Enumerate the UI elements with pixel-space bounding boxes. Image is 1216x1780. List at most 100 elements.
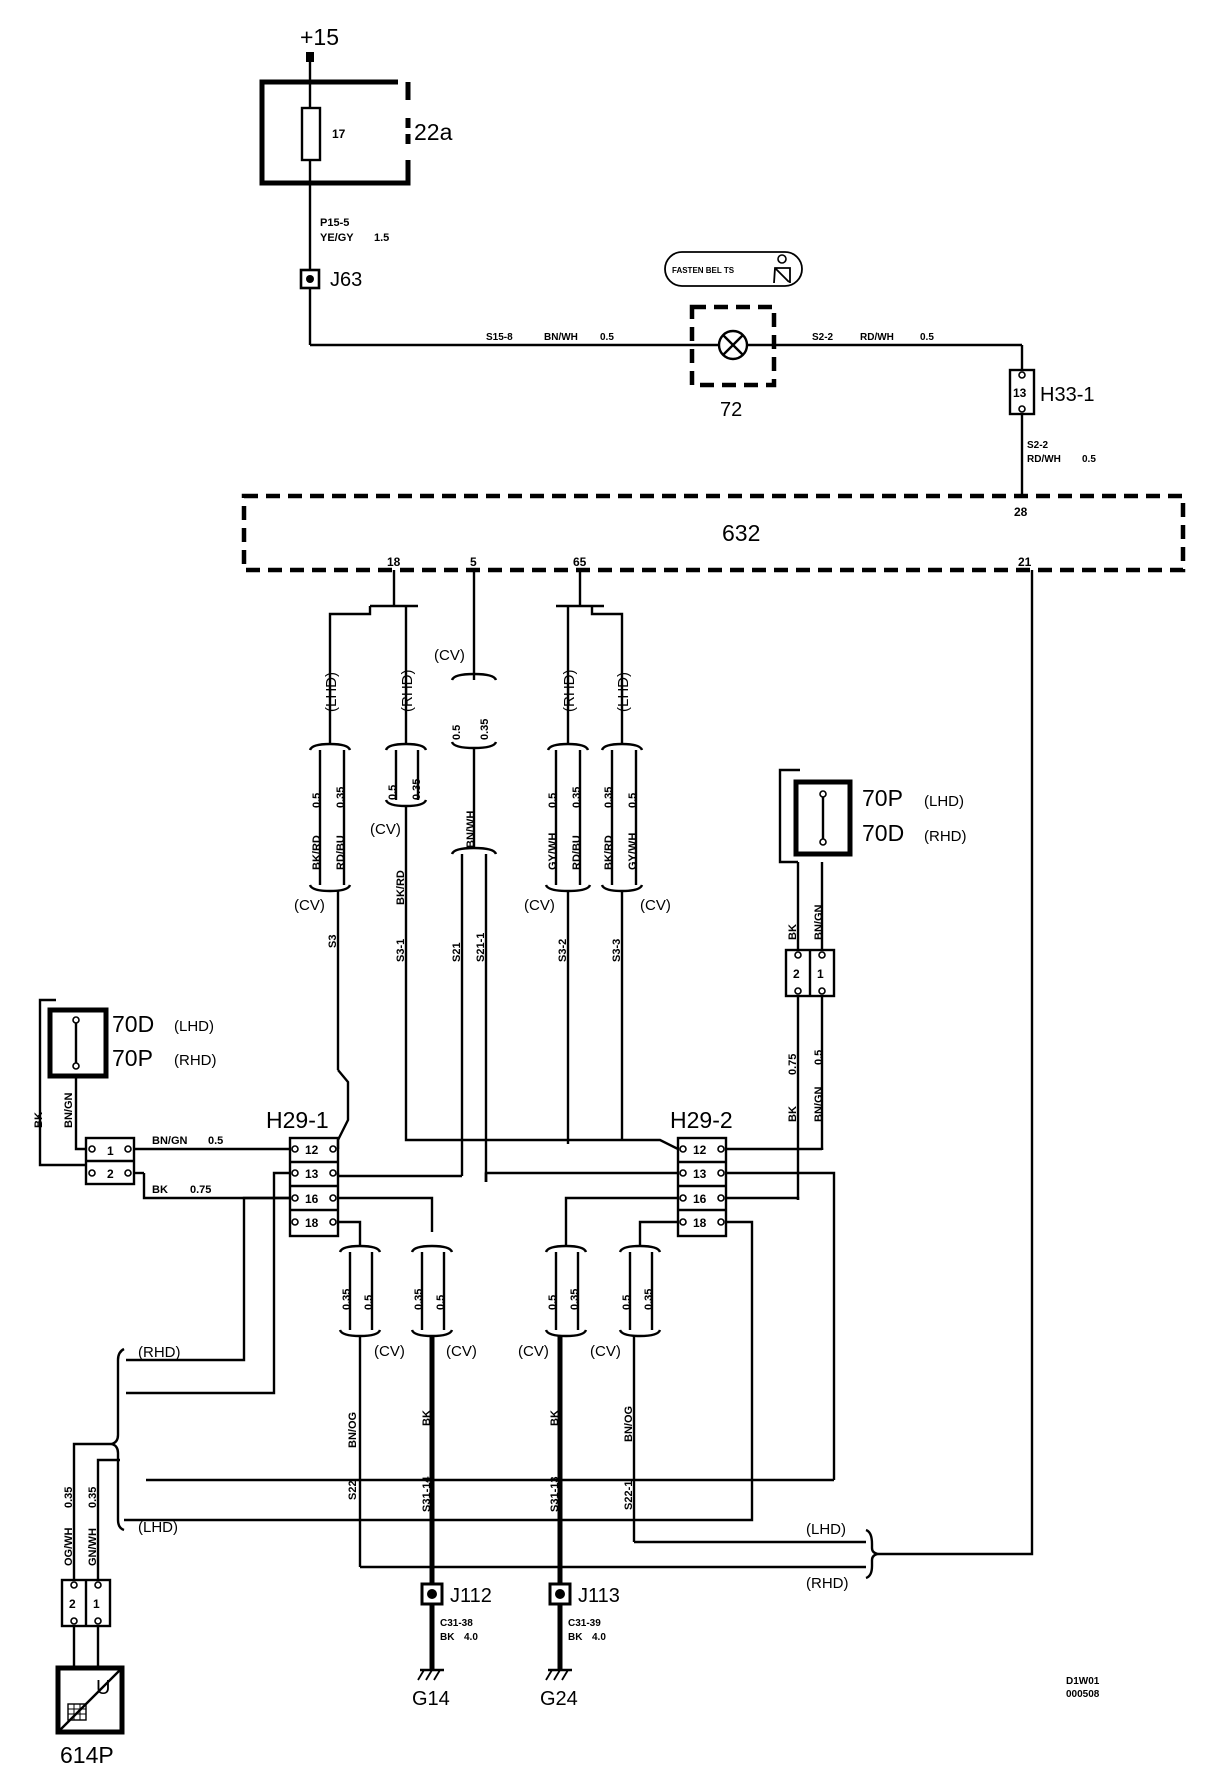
svg-text:GY/WH: GY/WH bbox=[627, 833, 639, 870]
drawing-id: D1W01 000508 bbox=[1066, 1676, 1100, 1700]
svg-text:(LHD): (LHD) bbox=[174, 1018, 214, 1035]
svg-text:4.0: 4.0 bbox=[592, 1632, 606, 1643]
variant-lhd-1: (LHD) bbox=[323, 672, 340, 712]
svg-text:614P: 614P bbox=[60, 1742, 114, 1768]
svg-text:H29-2: H29-2 bbox=[670, 1107, 733, 1133]
junction-j63: J63 bbox=[299, 268, 362, 291]
wire-label-p15-5: P15-5 YE/GY 1.5 bbox=[320, 217, 389, 244]
svg-text:0.5: 0.5 bbox=[208, 1135, 223, 1147]
svg-text:70P: 70P bbox=[112, 1045, 153, 1071]
module-632: 632 18 5 65 28 21 bbox=[241, 493, 1186, 573]
svg-text:(LHD): (LHD) bbox=[138, 1519, 178, 1536]
svg-text:2: 2 bbox=[793, 967, 800, 981]
svg-text:0.5: 0.5 bbox=[621, 1295, 633, 1310]
svg-text:1: 1 bbox=[107, 1144, 114, 1158]
svg-text:BN/OG: BN/OG bbox=[347, 1412, 359, 1448]
supply-label: +15 bbox=[300, 24, 339, 50]
svg-text:0.35: 0.35 bbox=[413, 1289, 425, 1310]
svg-text:18: 18 bbox=[305, 1216, 319, 1230]
svg-text:H33-1: H33-1 bbox=[1040, 384, 1094, 406]
svg-text:5: 5 bbox=[470, 555, 477, 569]
keypad-icon bbox=[67, 1703, 87, 1721]
fuse-number: 17 bbox=[332, 127, 346, 141]
fuse-box-name: 22a bbox=[414, 119, 453, 145]
svg-text:0.5: 0.5 bbox=[387, 785, 399, 800]
connector-2pin-right: 2 1 bbox=[784, 948, 836, 998]
svg-text:0.35: 0.35 bbox=[411, 779, 423, 800]
svg-text:BN/WH: BN/WH bbox=[465, 811, 477, 848]
svg-text:0.5: 0.5 bbox=[311, 793, 323, 808]
svg-text:J113: J113 bbox=[578, 1585, 620, 1607]
svg-text:0.5: 0.5 bbox=[451, 725, 463, 740]
svg-text:(CV): (CV) bbox=[446, 1343, 477, 1360]
svg-text:0.5: 0.5 bbox=[600, 332, 614, 343]
svg-text:G14: G14 bbox=[412, 1688, 450, 1710]
svg-text:BK: BK bbox=[549, 1410, 561, 1426]
svg-text:S31-14: S31-14 bbox=[421, 1476, 433, 1512]
switch-70d-70p-left: 70D (LHD) 70P (RHD) bbox=[38, 998, 217, 1167]
svg-text:BN/GN: BN/GN bbox=[813, 1087, 825, 1123]
splice-brackets-row2 bbox=[338, 1244, 662, 1253]
svg-text:BN/OG: BN/OG bbox=[623, 1406, 635, 1442]
svg-text:0.35: 0.35 bbox=[63, 1487, 75, 1508]
svg-text:S22: S22 bbox=[347, 1480, 359, 1500]
svg-text:(CV): (CV) bbox=[640, 897, 671, 914]
svg-text:RD/WH: RD/WH bbox=[1027, 454, 1061, 465]
svg-text:S3-1: S3-1 bbox=[395, 939, 407, 962]
svg-text:H29-1: H29-1 bbox=[266, 1107, 329, 1133]
svg-text:0.5: 0.5 bbox=[1082, 454, 1096, 465]
svg-text:OG/WH: OG/WH bbox=[63, 1527, 75, 1566]
svg-text:0.35: 0.35 bbox=[335, 787, 347, 808]
svg-text:BN/WH: BN/WH bbox=[544, 332, 578, 343]
connector-2pin-left: 1 2 bbox=[84, 1136, 136, 1186]
junction-j112: J112 bbox=[420, 1582, 492, 1607]
svg-text:0.5: 0.5 bbox=[435, 1295, 447, 1310]
svg-text:0.5: 0.5 bbox=[627, 793, 639, 808]
svg-text:0.5: 0.5 bbox=[813, 1050, 825, 1065]
svg-text:0.75: 0.75 bbox=[190, 1184, 211, 1196]
svg-text:13: 13 bbox=[1013, 386, 1027, 400]
svg-text:16: 16 bbox=[693, 1192, 707, 1206]
unit-614p: U 614P bbox=[55, 1665, 125, 1768]
svg-text:0.35: 0.35 bbox=[569, 1289, 581, 1310]
svg-text:BN/GN: BN/GN bbox=[63, 1093, 75, 1129]
svg-text:BN/GN: BN/GN bbox=[813, 905, 825, 941]
svg-text:(RHD): (RHD) bbox=[138, 1344, 181, 1361]
svg-text:(CV): (CV) bbox=[370, 821, 401, 838]
svg-text:GY/WH: GY/WH bbox=[547, 833, 559, 870]
svg-text:(RHD): (RHD) bbox=[924, 828, 967, 845]
svg-text:0.35: 0.35 bbox=[87, 1487, 99, 1508]
svg-text:000508: 000508 bbox=[1066, 1689, 1100, 1700]
svg-text:18: 18 bbox=[387, 555, 401, 569]
svg-text:(RHD): (RHD) bbox=[806, 1575, 849, 1592]
wire-label-s2-2-bottom: S2-2 RD/WH 0.5 bbox=[1027, 440, 1096, 465]
ground-icon-g24: G24 bbox=[540, 1668, 578, 1710]
svg-text:S31-13: S31-13 bbox=[549, 1477, 561, 1512]
svg-text:(RHD): (RHD) bbox=[174, 1052, 217, 1069]
splice-brackets-row1 bbox=[308, 742, 644, 751]
svg-text:1: 1 bbox=[817, 967, 824, 981]
svg-text:BK: BK bbox=[440, 1632, 455, 1643]
svg-text:70D: 70D bbox=[862, 820, 904, 846]
svg-text:12: 12 bbox=[693, 1143, 707, 1157]
svg-text:28: 28 bbox=[1014, 505, 1028, 519]
svg-text:4.0: 4.0 bbox=[464, 1632, 478, 1643]
svg-text:(CV): (CV) bbox=[374, 1343, 405, 1360]
svg-text:BK: BK bbox=[568, 1632, 583, 1643]
svg-text:2: 2 bbox=[107, 1167, 114, 1181]
wire-label-s2-2-top: S2-2 RD/WH 0.5 bbox=[812, 332, 934, 343]
svg-text:BK/RD: BK/RD bbox=[603, 835, 615, 870]
svg-text:(CV): (CV) bbox=[590, 1343, 621, 1360]
svg-text:P15-5: P15-5 bbox=[320, 217, 349, 229]
connector-h29-2: H29-2 12 13 16 18 bbox=[670, 1107, 733, 1238]
variant-lhd-2: (LHD) bbox=[615, 672, 632, 712]
svg-text:18: 18 bbox=[693, 1216, 707, 1230]
svg-text:S2-2: S2-2 bbox=[812, 332, 834, 343]
svg-text:BK: BK bbox=[787, 924, 799, 940]
svg-text:S3-2: S3-2 bbox=[557, 939, 569, 962]
svg-text:BK: BK bbox=[421, 1410, 433, 1426]
svg-text:(LHD): (LHD) bbox=[924, 793, 964, 810]
svg-text:G24: G24 bbox=[540, 1688, 578, 1710]
svg-text:70D: 70D bbox=[112, 1011, 154, 1037]
